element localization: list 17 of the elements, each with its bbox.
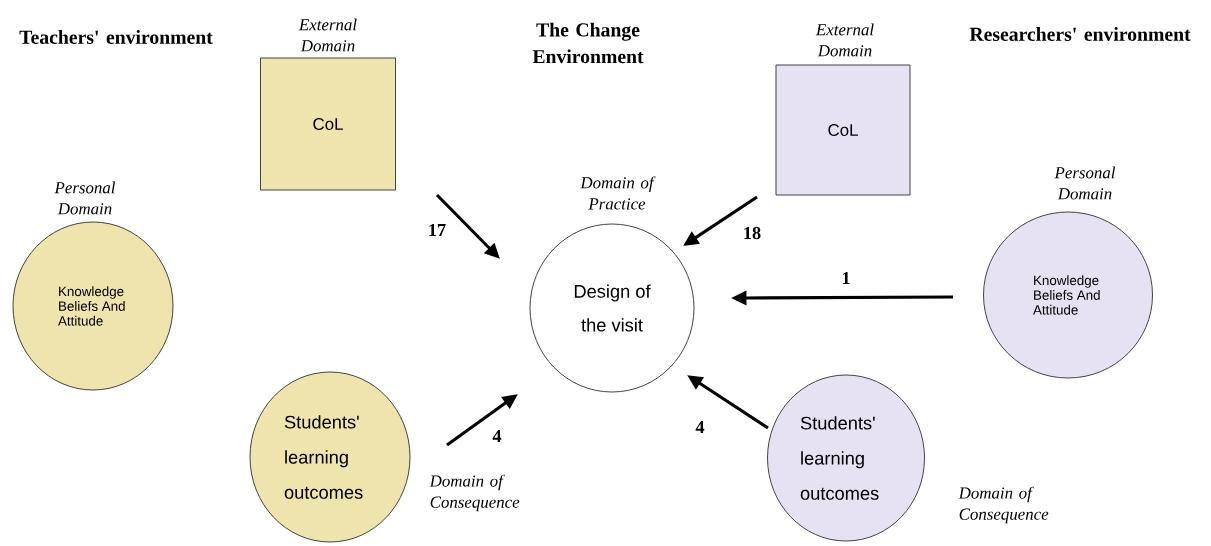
section-title: Researchers' environment — [969, 27, 1191, 41]
edge-label: 17 — [426, 222, 448, 238]
edge-label: 4 — [491, 428, 503, 444]
domain-caption: Domain of Consequence — [429, 474, 520, 512]
edge-label: 4 — [694, 419, 706, 435]
domain-heading: Personal Domain — [54, 181, 116, 215]
domain-box: CoL — [260, 57, 396, 191]
domain-caption: Domain of Consequence — [958, 486, 1049, 524]
section-title: Teachers' environment — [19, 30, 213, 44]
domain-heading: Domain of Practice — [580, 176, 656, 210]
edge-label: 18 — [741, 225, 763, 241]
domain-heading: Personal Domain — [1054, 166, 1116, 200]
domain-heading: External Domain — [815, 23, 874, 57]
edge-label: 1 — [840, 270, 852, 286]
domain-heading: External Domain — [298, 18, 357, 52]
section-title: The Change Environment — [532, 22, 644, 64]
domain-box: CoL — [775, 64, 911, 196]
